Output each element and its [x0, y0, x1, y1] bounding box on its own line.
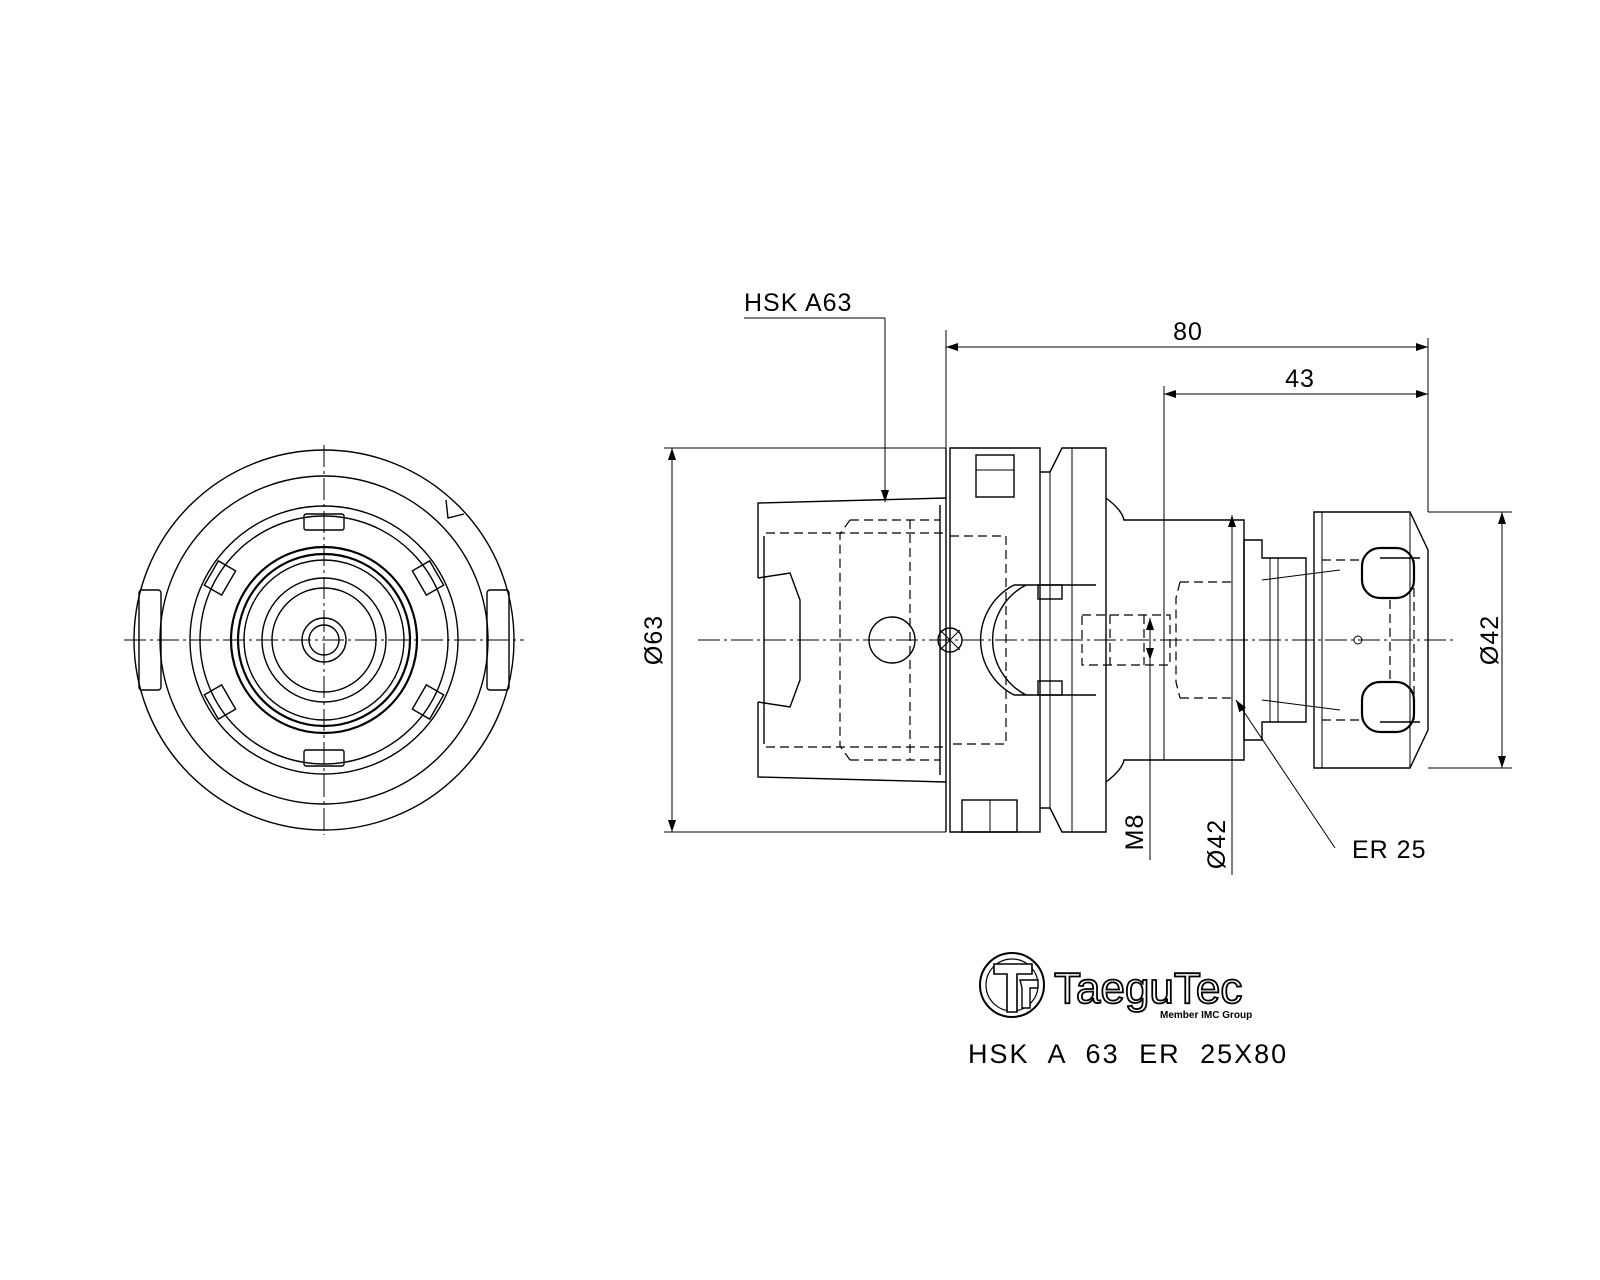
- brand-name: TaeguTec: [1054, 964, 1242, 1013]
- side-view: [698, 447, 1456, 833]
- taegutec-logo: TaeguTec Member IMC Group: [979, 952, 1252, 1021]
- nut-diameter-label: Ø42: [1476, 615, 1504, 665]
- flange-diameter-label: Ø63: [640, 615, 668, 665]
- dimensions: [664, 317, 1512, 875]
- part-number-caption: HSK A 63 ER 25X80: [968, 1039, 1288, 1069]
- brand-tagline: Member IMC Group: [1160, 1010, 1252, 1021]
- body-diameter-label: Ø42: [1203, 819, 1231, 869]
- front-view: [124, 445, 524, 835]
- nut-length-label: 43: [1285, 365, 1315, 393]
- total-length-label: 80: [1173, 318, 1203, 346]
- interface-label: HSK A63: [744, 289, 852, 317]
- collet-label: ER 25: [1352, 836, 1426, 864]
- thread-label: M8: [1121, 814, 1149, 851]
